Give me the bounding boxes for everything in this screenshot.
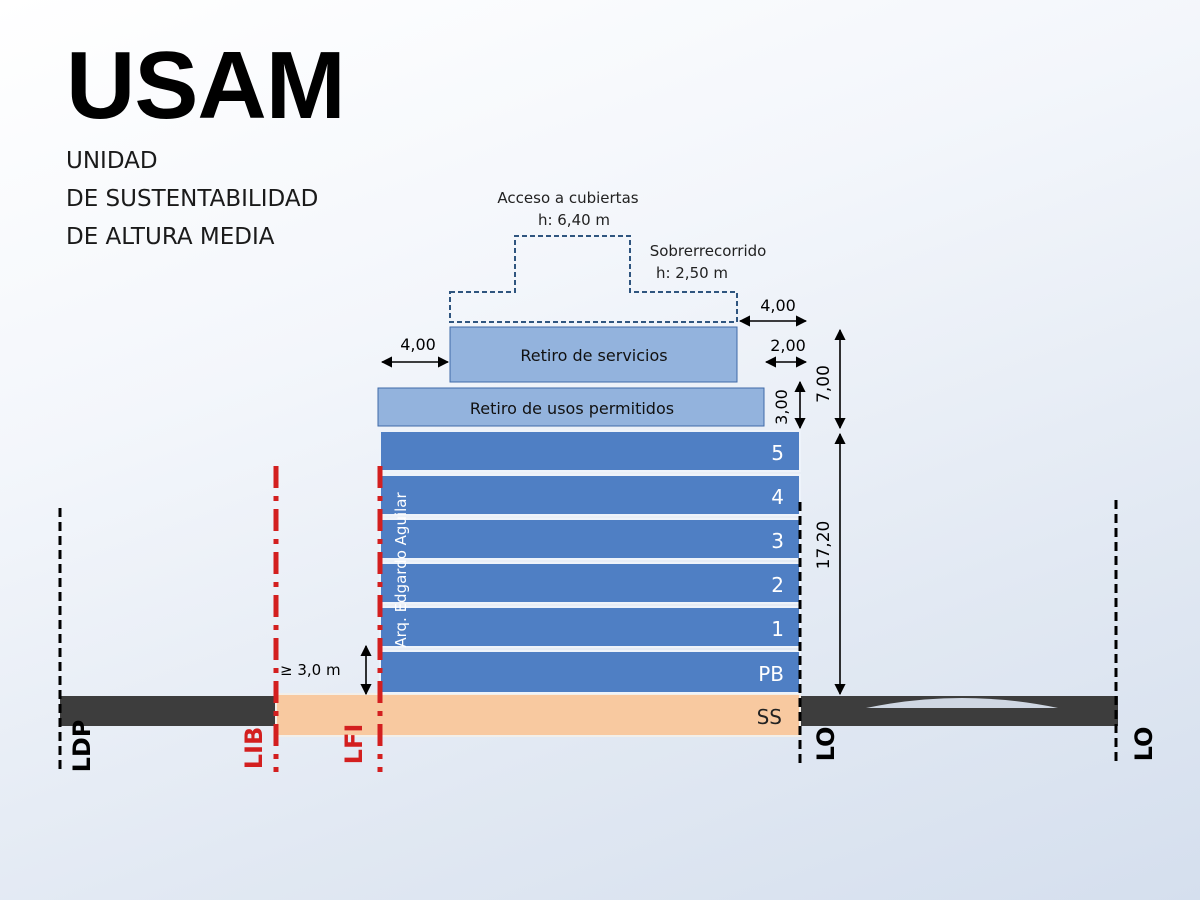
dimension-label-upper-height: 7,00	[814, 365, 834, 403]
lo-label-left: LO	[812, 727, 840, 762]
access-label-line1: Acceso a cubiertas	[497, 189, 638, 207]
overrun-label-line2: h: 2,50 m	[656, 264, 728, 282]
floor-label-2: 2	[771, 573, 784, 597]
floor-pb	[379, 650, 801, 694]
permitted-uses-setback	[377, 387, 765, 427]
ground-left	[60, 696, 276, 726]
subtitle-line-1: UNIDAD	[66, 148, 158, 174]
floor-label-3: 3	[771, 529, 784, 553]
services-setback-label: Retiro de servicios	[520, 346, 667, 365]
dimension-label-top-right: 4,00	[760, 296, 796, 315]
overrun-label-line1: Sobrerrecorrido	[650, 242, 767, 260]
basement-label: SS	[757, 705, 782, 729]
floor-2	[379, 562, 801, 604]
floor-1	[379, 606, 801, 648]
floor-4	[379, 474, 801, 516]
access-label-line2: h: 6,40 m	[538, 211, 610, 229]
roof-access-outline	[449, 235, 738, 323]
floor-5	[379, 430, 801, 472]
lfi-label: LFI	[340, 724, 368, 765]
floor-label-pb: PB	[758, 662, 784, 686]
road-crown	[866, 698, 1058, 708]
author-credit: Arq. Edgardo Aguilar	[392, 492, 410, 648]
dimension-label-permitted-height: 3,00	[772, 389, 791, 425]
permitted-uses-setback-label: Retiro de usos permitidos	[470, 399, 674, 418]
floor-label-5: 5	[771, 441, 784, 465]
lib-label: LIB	[240, 727, 268, 770]
ldp-label: LDP	[68, 720, 96, 773]
lo-label-right: LO	[1130, 727, 1158, 762]
dimension-label-services-left: 4,00	[400, 335, 436, 354]
floors-stack: 5 4 3 2 1 PB	[379, 430, 801, 694]
floor-label-1: 1	[771, 617, 784, 641]
dimension-label-building-height: 17,20	[814, 521, 834, 570]
min-height-label: ≥ 3,0 m	[280, 661, 341, 679]
dimension-label-services-right: 2,00	[770, 336, 806, 355]
services-setback	[449, 326, 738, 383]
page-title: USAM	[66, 32, 346, 139]
subtitle-line-2: DE SUSTENTABILIDAD	[66, 186, 319, 212]
floor-label-4: 4	[771, 485, 784, 509]
subtitle-line-3: DE ALTURA MEDIA	[66, 224, 275, 250]
floor-3	[379, 518, 801, 560]
